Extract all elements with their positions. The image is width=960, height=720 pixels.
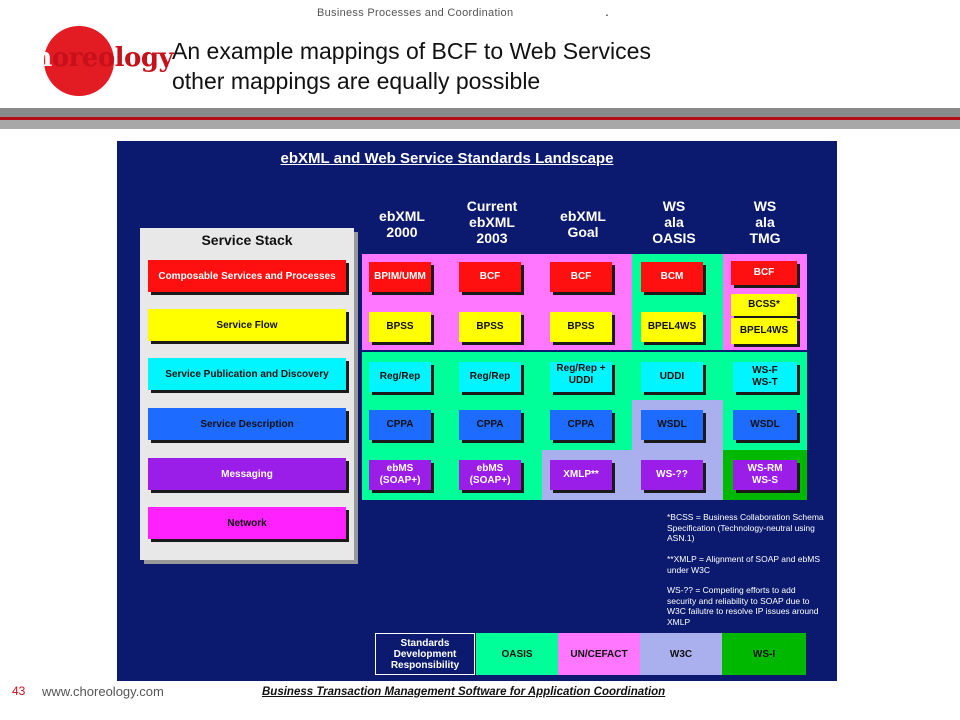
stack-layer-description: Service Description [148,408,346,440]
cell-bpel4ws: BPEL4WS [731,318,797,344]
stack-layer-service-flow: Service Flow [148,309,346,341]
cell-bpel4ws: BPEL4WS [641,312,703,342]
cell-bpss: BPSS [459,312,521,342]
cell-ws-rm-ws-s: WS-RM WS-S [733,460,797,490]
column-header-ws-oasis: WS ala OASIS [634,198,714,246]
column-header-line: ala [755,214,775,230]
logo-text-white: ch [18,43,52,73]
cell-xmlp: XMLP** [550,460,612,490]
header-divider-lower [0,120,960,129]
cell-bcf: BCF [550,262,612,292]
cell-bpss: BPSS [550,312,612,342]
column-header-line: ebXML [560,208,606,224]
logo: choreology [18,43,174,73]
cell-ws-f-ws-t: WS-F WS-T [733,362,797,392]
header-dot: . [605,3,609,19]
note-bcss: *BCSS = Business Collaboration Schema Sp… [667,512,824,543]
header-divider [0,108,960,117]
column-header-line: WS [753,198,777,214]
column-header-line: 2000 [386,224,418,240]
cell-reg-rep-uddi: Reg/Rep + UDDI [550,362,612,392]
stack-layer-publication: Service Publication and Discovery [148,358,346,390]
cell-bcf: BCF [459,262,521,292]
column-header-line: ala [664,214,684,230]
cell-reg-rep: Reg/Rep [459,362,521,392]
title-line-2: other mappings are equally possible [172,68,541,94]
column-header-line: Current [466,198,518,214]
legend-oasis: OASIS [476,633,558,675]
note-ws-unknown: WS-?? = Competing efforts to add securit… [667,585,819,627]
column-header-line: TMG [749,230,781,246]
cell-ws-unknown: WS-?? [641,460,703,490]
column-header-line: OASIS [652,230,696,246]
legend-w3c: W3C [640,633,722,675]
logo-text-red: oreology [51,43,174,73]
cell-wsdl: WSDL [641,410,703,440]
footer-caption: Business Transaction Management Software… [262,686,666,698]
column-header-line: WS [662,198,686,214]
page-number: 43 [12,684,26,698]
column-header-ws-tmg: WS ala TMG [725,198,805,246]
title-line-1: An example mappings of BCF to Web Servic… [172,38,651,64]
header-top-label: Business Processes and Coordination [317,7,514,19]
cell-ebms-soap: ebMS (SOAP+) [369,460,431,490]
header-divider-red [0,117,960,120]
cell-bpss: BPSS [369,312,431,342]
logo-circle [44,26,114,96]
cell-reg-rep: Reg/Rep [369,362,431,392]
cell-cppa: CPPA [459,410,521,440]
column-header-line: ebXML [379,208,425,224]
column-header-line: Goal [567,224,599,240]
stack-layer-composable: Composable Services and Processes [148,260,346,292]
stack-layer-network: Network [148,507,346,539]
cell-bcm: BCM [641,262,703,292]
legend-wsi: WS-I [722,633,806,675]
column-header-ebxml-goal: ebXML Goal [543,208,623,240]
cell-ebms-soap: ebMS (SOAP+) [459,460,521,490]
note-xmlp: **XMLP = Alignment of SOAP and ebMS unde… [667,554,821,575]
cell-bpim-umm: BPIM/UMM [369,262,431,292]
cell-cppa: CPPA [369,410,431,440]
stack-layer-messaging: Messaging [148,458,346,490]
footer-url: www.choreology.com [42,684,164,699]
column-header-ebxml-2000: ebXML 2000 [362,208,442,240]
legend-label: Standards Development Responsibility [375,633,475,675]
page-title: An example mappings of BCF to Web Servic… [172,36,892,96]
column-header-line: ebXML [469,214,515,230]
column-header-line: 2003 [476,230,508,246]
diagram-title: ebXML and Web Service Standards Landscap… [280,150,614,167]
cell-bcf: BCF [731,261,797,285]
cell-wsdl: WSDL [733,410,797,440]
legend-uncefact: UN/CEFACT [558,633,640,675]
cell-cppa: CPPA [550,410,612,440]
cell-uddi: UDDI [641,362,703,392]
column-header-current-ebxml: Current ebXML 2003 [452,198,532,246]
service-stack-title: Service Stack [201,232,293,248]
cell-bcss: BCSS* [731,294,797,316]
